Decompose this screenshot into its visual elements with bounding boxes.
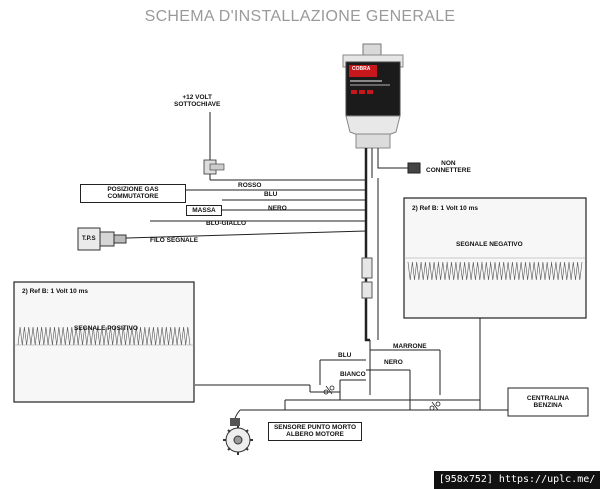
tps-sensor-icon <box>77 227 127 251</box>
label-marrone: MARRONE <box>393 343 427 350</box>
scope-left-signal: SEGNALE POSITIVO <box>74 325 138 332</box>
centralina-box <box>507 387 589 417</box>
label-filo-segnale: FILO SEGNALE <box>150 237 199 244</box>
footer-watermark: [958x752] https://uplc.me/ <box>434 471 600 489</box>
label-blu-top: BLU <box>264 191 278 198</box>
label-sensore: SENSORE PUNTO MORTO ALBERO MOTORE <box>268 422 362 441</box>
label-nero-top: NERO <box>268 205 287 212</box>
label-massa: MASSA <box>186 205 222 217</box>
sensor-wheel-icon <box>223 418 253 455</box>
label-plus12: +12 VOLT SOTTOCHIAVE <box>174 94 221 109</box>
label-nero-bottom: NERO <box>384 359 403 366</box>
label-non-connettere: NON CONNETTERE <box>426 160 471 175</box>
label-tps: T.P.S <box>82 236 96 242</box>
label-posizione-gas: POSIZIONE GAS COMMUTATORE <box>80 184 186 203</box>
scope-right-signal: SEGNALE NEGATIVO <box>456 241 523 248</box>
label-centralina: CENTRALINA BENZINA <box>526 395 570 410</box>
ecu-device <box>342 43 404 149</box>
device-brand: COBRA <box>352 66 371 72</box>
scissors-icon <box>323 385 441 411</box>
scope-left-header: 2) Ref B: 1 Volt 10 ms <box>22 288 88 295</box>
key-switch-icon <box>203 159 225 175</box>
label-rosso: ROSSO <box>238 182 262 189</box>
label-bianco: BIANCO <box>340 371 366 378</box>
label-blu-giallo: BLU-GIALLO <box>206 220 247 227</box>
scope-right <box>403 197 587 319</box>
label-blu-bottom: BLU <box>338 352 352 359</box>
scope-left <box>13 281 195 403</box>
scope-right-header: 2) Ref B: 1 Volt 10 ms <box>412 205 478 212</box>
diagram-title: SCHEMA D'INSTALLAZIONE GENERALE <box>144 8 456 25</box>
